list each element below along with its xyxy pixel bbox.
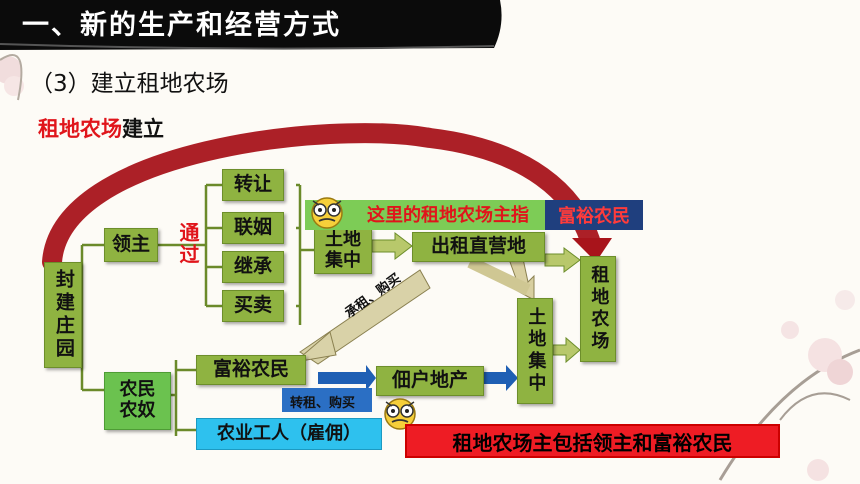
node-tenancy-property: 佃户地产 bbox=[376, 366, 484, 396]
sublet-buy-badge bbox=[282, 388, 372, 412]
arrow-to-land-concentrate-2b bbox=[484, 365, 518, 391]
diagonal-lease-buy-arrow bbox=[293, 269, 431, 365]
node-lease-demesne: 出租直营地 bbox=[412, 232, 545, 262]
arrow-to-tenant-farm-1 bbox=[544, 247, 581, 273]
label-sublet-buy: 转租、购买 bbox=[290, 396, 356, 411]
arrow-to-lease bbox=[371, 231, 413, 261]
node-land-concentrate-2: 土地集中 bbox=[517, 298, 553, 404]
lead-text: 租地农场建立 bbox=[38, 113, 164, 143]
section-subtitle: （3）建立租地农场 bbox=[30, 71, 229, 97]
node-trade: 买卖 bbox=[222, 290, 284, 322]
arc-arrow bbox=[42, 123, 600, 272]
label-via: 通过 bbox=[176, 222, 200, 266]
node-land-concentrate-1: 土地集中 bbox=[314, 228, 372, 274]
flower-decoration-top-left bbox=[0, 54, 24, 101]
node-marriage: 联姻 bbox=[222, 212, 284, 244]
connector-lines bbox=[80, 183, 314, 436]
note2-box: 租地农场主包括领主和富裕农民 bbox=[405, 424, 780, 458]
arrow-to-tenancy bbox=[318, 365, 376, 391]
note1-tag: 富裕农民 bbox=[545, 200, 643, 230]
node-feudal-manor: 封建庄园 bbox=[44, 262, 82, 368]
node-inherit: 继承 bbox=[222, 251, 284, 283]
emoji-face-icon bbox=[311, 197, 343, 229]
node-peasant-serf: 农民农奴 bbox=[104, 372, 171, 430]
emoji-face-icon-2 bbox=[384, 398, 416, 430]
arc-arrowhead bbox=[572, 238, 612, 262]
node-rich-peasant: 富裕农民 bbox=[196, 355, 306, 385]
node-farm-worker: 农业工人（雇佣） bbox=[196, 418, 382, 450]
node-lord: 领主 bbox=[104, 228, 158, 262]
lead-black: 建立 bbox=[122, 117, 164, 141]
page-title: 一、新的生产和经营方式 bbox=[22, 10, 341, 41]
node-tenant-farm: 租地农场 bbox=[580, 256, 616, 362]
arrow-to-tenant-farm-2 bbox=[552, 336, 581, 364]
header-banner bbox=[0, 0, 502, 50]
note1-text: 这里的租地农场主指 bbox=[367, 205, 529, 226]
node-transfer: 转让 bbox=[222, 169, 284, 201]
lead-red: 租地农场 bbox=[38, 117, 122, 141]
